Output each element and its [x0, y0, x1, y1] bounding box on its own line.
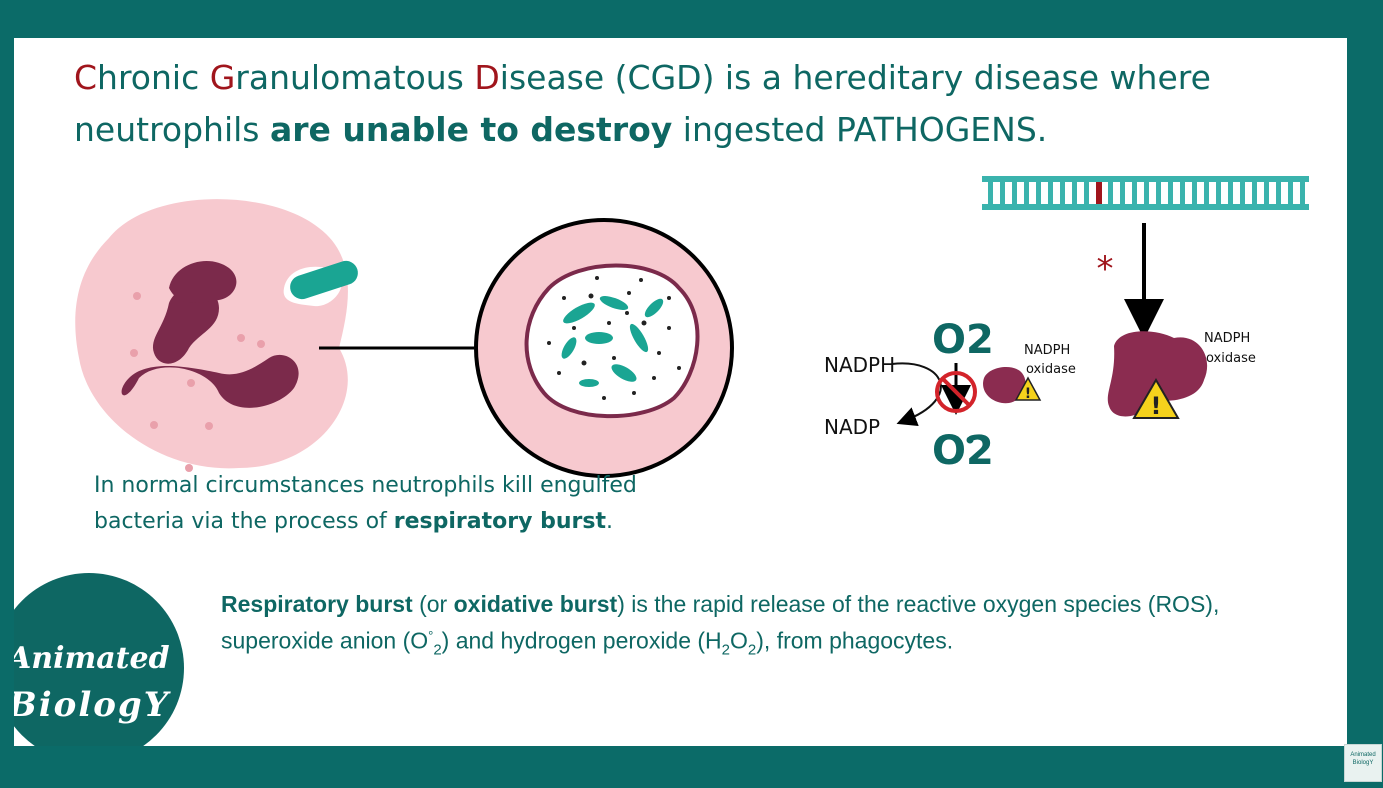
granule: [133, 292, 141, 300]
title-part: ranulomatous: [235, 58, 475, 97]
enzyme-label: oxidase: [1026, 362, 1076, 377]
neutrophil-illustration: [75, 199, 734, 478]
definition-text: (or: [412, 591, 454, 617]
respiratory-burst-definition: Respiratory burst (or oxidative burst) i…: [221, 588, 1321, 666]
granule: [150, 421, 158, 429]
dna-strand: [982, 176, 1309, 210]
granule: [130, 349, 138, 357]
definition-text: ) and hydrogen peroxide (H: [441, 627, 722, 654]
mutant-enzyme-large: [1107, 331, 1208, 417]
caption-emphasis: respiratory burst: [393, 509, 606, 534]
title-initial-c: C: [74, 58, 98, 97]
title-emphasis: are unable to destroy: [270, 110, 673, 149]
caption-text: In normal circumstances neutrophils kill…: [94, 473, 637, 534]
definition-sub: 2: [747, 641, 757, 659]
nadph-label: NADPH: [824, 353, 895, 377]
phagosome: [524, 263, 700, 419]
bacterium: [290, 260, 358, 300]
definition-sub: 2: [433, 641, 442, 659]
neutrophil-cell-body: [75, 199, 348, 469]
nucleus-lobe: [169, 260, 237, 303]
oxygen-label: O2: [932, 317, 994, 363]
animated-biology-logo: Animated BiologY: [14, 573, 184, 746]
title-part: neutrophils: [74, 110, 270, 149]
nucleus-lobe: [121, 354, 299, 408]
nucleus-lobe: [152, 286, 219, 364]
slide: Chronic Granulomatous Disease (CGD) is a…: [14, 38, 1347, 746]
nadph-oxidase-mechanism-diagram: * O2 O2 NADPH NADP ! NADPH oxidase ! NAD…: [824, 176, 1309, 468]
channel-watermark-logo[interactable]: Animated BiologY: [1344, 744, 1382, 782]
ros-particles: [547, 276, 681, 400]
title-part: isease (CGD) is a hereditary disease whe…: [499, 58, 1211, 97]
warning-icon: !: [1132, 378, 1180, 420]
granule: [237, 334, 245, 342]
definition-text: O: [730, 627, 748, 654]
caption-text: .: [605, 509, 613, 534]
granule: [187, 379, 195, 387]
enzyme-label: NADPH: [1024, 343, 1070, 358]
mutation-site: [1096, 182, 1102, 204]
definition-sub: 2: [721, 641, 731, 659]
normal-process-caption: In normal circumstances neutrophils kill…: [94, 468, 734, 540]
definition-term: oxidative burst: [453, 591, 618, 617]
mini-logo-text: BiologY: [1352, 760, 1374, 766]
title-part: ingested PATHOGENS.: [672, 110, 1048, 149]
definition-term: Respiratory burst: [221, 591, 413, 617]
title-initial-g: G: [209, 58, 236, 97]
warning-icon: !: [1014, 376, 1042, 402]
slide-title: Chronic Granulomatous Disease (CGD) is a…: [74, 52, 1294, 156]
logo-text: Animated: [14, 641, 170, 676]
definition-text: ) is the rapid release of the reactive o…: [221, 591, 1220, 654]
definition-text: ), from phagocytes.: [756, 627, 954, 654]
digested-bacteria: [561, 296, 664, 387]
definition-sup: °: [428, 628, 434, 643]
radical-dot: [966, 436, 974, 444]
enzyme-label: oxidase: [1206, 351, 1256, 366]
logo-text: BiologY: [14, 685, 170, 725]
blocked-icon: [935, 371, 977, 413]
svg-text:!: !: [1025, 386, 1031, 402]
granule: [257, 340, 265, 348]
title-part: hronic: [97, 58, 210, 97]
svg-text:!: !: [1151, 392, 1162, 420]
granule: [185, 464, 193, 472]
enzyme-label: NADPH: [1204, 331, 1250, 346]
nadp-label: NADP: [824, 415, 880, 439]
title-initial-d: D: [474, 58, 500, 97]
mutant-enzyme: [983, 366, 1026, 404]
electron-transfer-arrow: [891, 362, 942, 427]
mutation-asterisk: *: [1097, 249, 1114, 289]
granule: [205, 422, 213, 430]
superoxide-label: O2: [932, 428, 994, 468]
mini-logo-text: Animated: [1350, 752, 1376, 758]
